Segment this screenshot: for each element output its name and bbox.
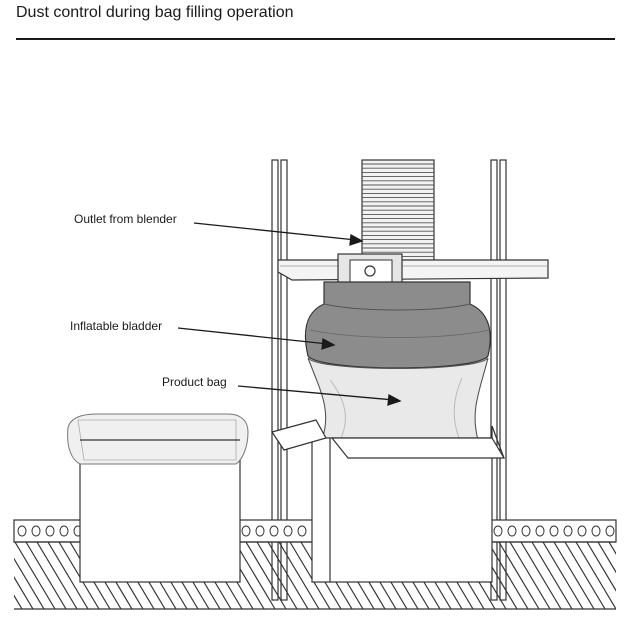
figure-title: Dust control during bag filling operatio… (16, 4, 294, 21)
title-rule (16, 38, 615, 40)
product-bag (307, 357, 489, 441)
box-being-filled (271, 419, 506, 583)
label-product-bag: Product bag (162, 375, 227, 389)
leader-arrows (177, 222, 402, 406)
blender-outlet-hose (361, 159, 435, 265)
frame-posts (271, 159, 507, 601)
clamp (337, 253, 403, 287)
mounting-plate (277, 259, 549, 281)
label-inflatable-bladder: Inflatable bladder (70, 319, 162, 333)
filled-box (67, 413, 249, 583)
label-outlet-from-blender: Outlet from blender (74, 212, 177, 226)
inflatable-bladder (304, 281, 491, 369)
